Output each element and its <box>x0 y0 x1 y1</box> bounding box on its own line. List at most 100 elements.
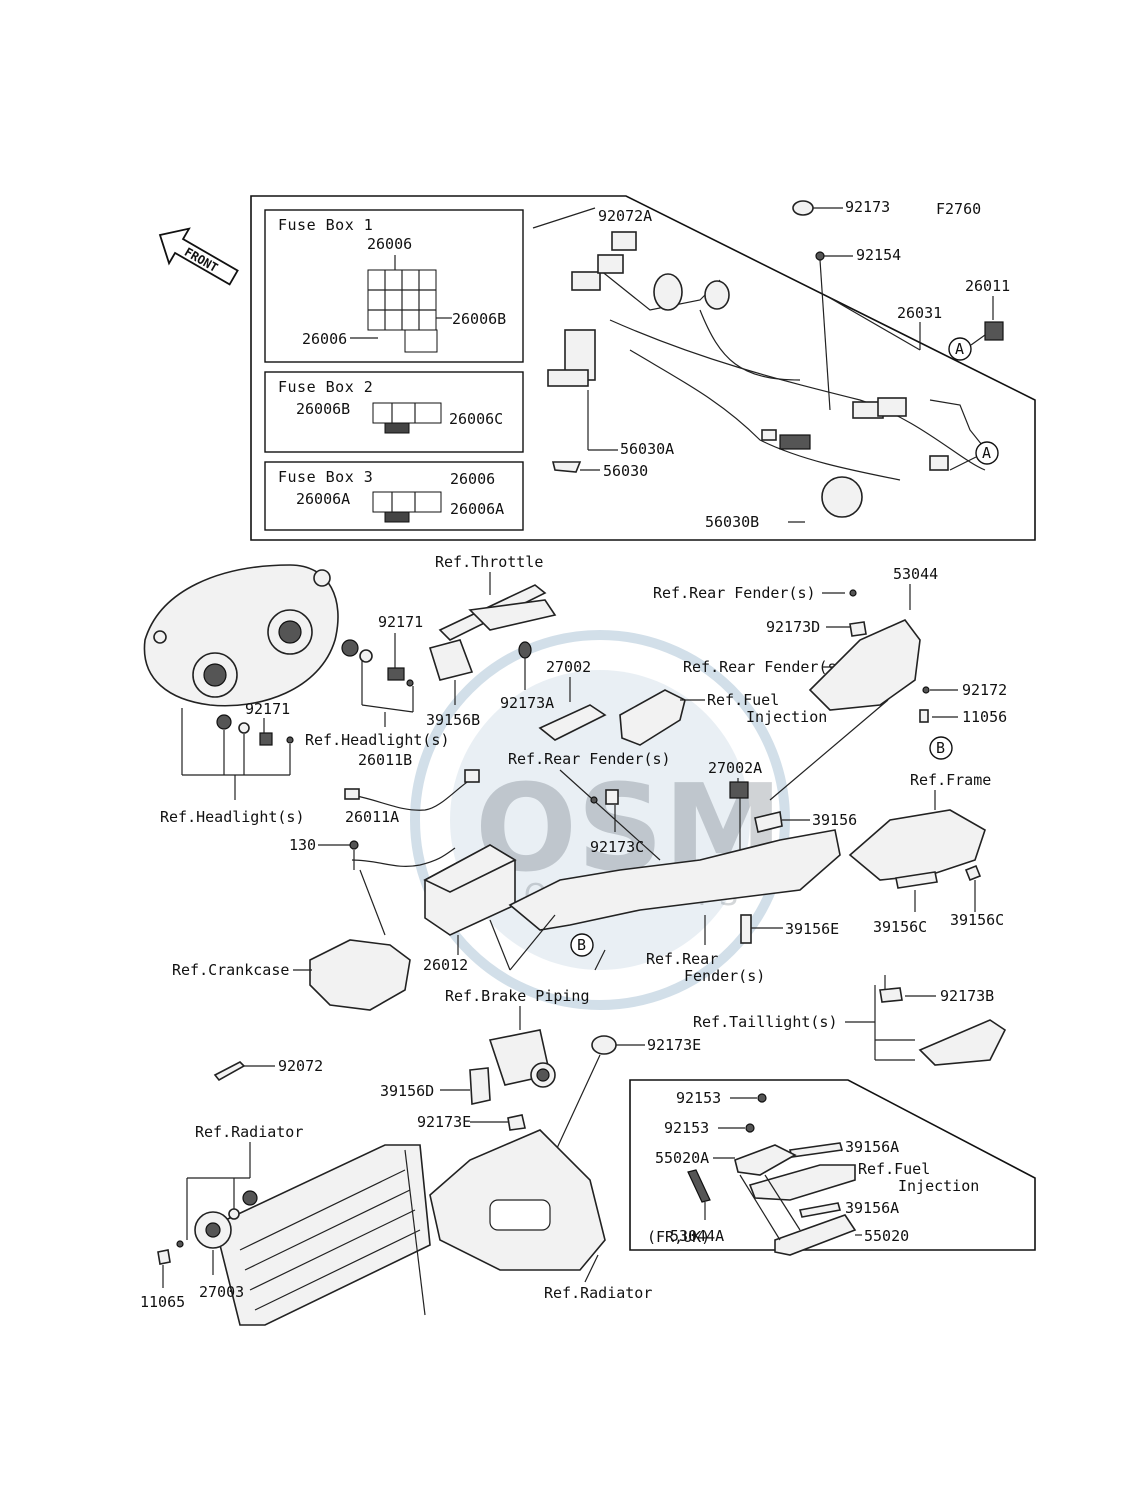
ref-fuel-injection-top-2: Injection <box>746 708 827 726</box>
ref-throttle: Ref.Throttle <box>435 553 543 571</box>
circle-b-right: B <box>936 739 945 757</box>
label-27002: 27002 <box>546 658 591 676</box>
label-26011B: 26011B <box>358 751 412 769</box>
label-92171-top: 92171 <box>378 613 423 631</box>
label-92153-1: 92153 <box>676 1089 721 1107</box>
inset-fr-uk-parts: 92153 92153 39156A 55020A Ref.Fuel Injec… <box>647 1089 979 1256</box>
label-26011A-text: 26011A <box>345 808 399 826</box>
fuse-box-3-label-right: 26006A <box>450 500 504 518</box>
radiator-part: Ref.Radiator <box>176 1123 431 1326</box>
label-92173E-2: 92173E <box>417 1113 471 1131</box>
part-92072: 92072 <box>213 1057 323 1082</box>
label-92171-bottom: 92171 <box>245 700 290 718</box>
fuse-box-1-label-right: 26006B <box>452 310 506 328</box>
horn-27003: 27003 11065 <box>140 1211 244 1311</box>
label-56030A: 56030A <box>620 440 674 458</box>
ref-rear-fender-2: Ref.Rear Fender(s) <box>683 658 846 676</box>
ref-rear-fender-top: Ref.Rear Fender(s) <box>653 584 816 602</box>
ecu-27002: 27002 Ref.Fuel Injection <box>538 658 827 746</box>
label-39156C-1: 39156C <box>873 918 927 936</box>
svg-text:A: A <box>955 340 964 358</box>
fuse-box-1-title: Fuse Box 1 <box>278 216 373 234</box>
fuse-box-2-title: Fuse Box 2 <box>278 378 373 396</box>
taillight-part: Ref.Taillight(s) 92173B <box>693 975 1007 1066</box>
label-92173E-1: 92173E <box>647 1036 701 1054</box>
fuse-box-2-label-right: 26006C <box>449 410 503 428</box>
harness-callouts: 92072A 92173 92154 26011 26031 56030A 56… <box>532 198 1010 531</box>
circle-a-top: A <box>948 334 986 361</box>
label-130: 130 <box>289 836 316 854</box>
harness-frame <box>250 195 1036 541</box>
label-39156C-2: 39156C <box>950 911 1004 929</box>
label-39156: 39156 <box>812 811 857 829</box>
label-26031: 26031 <box>897 304 942 322</box>
label-92173: 92173 <box>845 198 890 216</box>
abs-unit: Ref.Brake Piping 39156D <box>380 987 590 1105</box>
label-92154: 92154 <box>856 246 901 264</box>
label-27002A: 27002A <box>708 759 762 777</box>
circle-a-bottom: A <box>949 441 999 471</box>
label-92072: 92072 <box>278 1057 323 1075</box>
frame-part: Ref.Frame 39156C 39156C <box>848 771 1004 936</box>
label-fr-uk: (FR,UK) <box>647 1228 710 1246</box>
label-26012: 26012 <box>423 956 468 974</box>
fuse-box-1-label-top: 26006 <box>367 235 412 253</box>
label-92173A: 92173A <box>500 694 554 712</box>
throttle-assembly: Ref.Throttle 39156B 92173A <box>426 553 557 729</box>
ref-rear-fender-low-1: Ref.Rear <box>646 950 718 968</box>
svg-text:A: A <box>982 444 991 462</box>
main-harness <box>547 231 991 518</box>
ref-rear-fender-mid: Ref.Rear Fender(s) <box>508 750 671 768</box>
label-39156E: 39156E <box>785 920 839 938</box>
label-92172: 92172 <box>962 681 1007 699</box>
fuse-box-3: Fuse Box 3 26006 26006A 26006A <box>264 461 524 531</box>
ref-fuel-injection-bottom-2: Injection <box>898 1177 979 1195</box>
ref-crankcase: Ref.Crankcase <box>172 961 289 979</box>
label-27003: 27003 <box>199 1283 244 1301</box>
fuse-box-2: Fuse Box 2 26006B 26006C <box>264 371 524 453</box>
label-92072A: 92072A <box>598 207 652 225</box>
radiator-cover: 92173E 92173E Ref.Radiator <box>417 1035 701 1302</box>
label-11065: 11065 <box>140 1293 185 1311</box>
ref-taillight: Ref.Taillight(s) <box>693 1013 838 1031</box>
label-39156A-2: 39156A <box>845 1199 899 1217</box>
ref-radiator-top: Ref.Radiator <box>195 1123 303 1141</box>
fuse-box-1-label-left: 26006 <box>302 330 347 348</box>
label-92173D: 92173D <box>766 618 820 636</box>
ref-fuel-injection-bottom: Ref.Fuel <box>858 1160 930 1178</box>
rear-fender-center: Ref.Rear Fender(s) 92173C B Ref.Rear Fen… <box>489 750 841 985</box>
ref-rear-fender-low-2: Fender(s) <box>684 967 765 985</box>
ref-frame: Ref.Frame <box>910 771 991 789</box>
ref-fuel-injection-top: Ref.Fuel <box>707 691 779 709</box>
fuse-box-2-label-left: 26006B <box>296 400 350 418</box>
fuse-box-1: Fuse Box 1 26006 26006B 26006 <box>264 209 524 363</box>
connector-27002A: 27002A 39156 39156E <box>708 759 857 944</box>
label-53044: 53044 <box>893 565 938 583</box>
fuse-box-3-label-top: 26006 <box>450 470 495 488</box>
ref-headlight-bottom: Ref.Headlight(s) <box>160 808 305 826</box>
diagram-code: F2760 <box>936 200 981 218</box>
label-39156D: 39156D <box>380 1082 434 1100</box>
ref-headlight-top: Ref.Headlight(s) <box>305 731 450 749</box>
fuse-box-3-title: Fuse Box 3 <box>278 468 373 486</box>
label-92153-2: 92153 <box>664 1119 709 1137</box>
label-26011: 26011 <box>965 277 1010 295</box>
ref-radiator-bottom: Ref.Radiator <box>544 1284 652 1302</box>
label-92173B: 92173B <box>940 987 994 1005</box>
label-56030B: 56030B <box>705 513 759 531</box>
ref-brake-piping: Ref.Brake Piping <box>445 987 590 1005</box>
fuse-box-3-label-left: 26006A <box>296 490 350 508</box>
crankcase-part: Ref.Crankcase <box>172 939 411 1011</box>
label-92173C: 92173C <box>590 838 644 856</box>
headlight-assembly <box>143 564 339 707</box>
label-11056: 11056 <box>962 708 1007 726</box>
label-39156B: 39156B <box>426 711 480 729</box>
label-56030: 56030 <box>603 462 648 480</box>
label-55020A: 55020A <box>655 1149 709 1167</box>
headlight-hardware: 92171 Ref.Headlight(s) 92171 Ref.Headlig… <box>160 613 450 826</box>
front-arrow-icon: FRONT <box>158 227 239 286</box>
rear-fender-upper: Ref.Rear Fender(s) 53044 92173D Ref.Rear… <box>653 565 1007 801</box>
label-55020: 55020 <box>864 1227 909 1245</box>
battery-assembly: 26011B 26011A 130 26012 <box>289 751 517 974</box>
